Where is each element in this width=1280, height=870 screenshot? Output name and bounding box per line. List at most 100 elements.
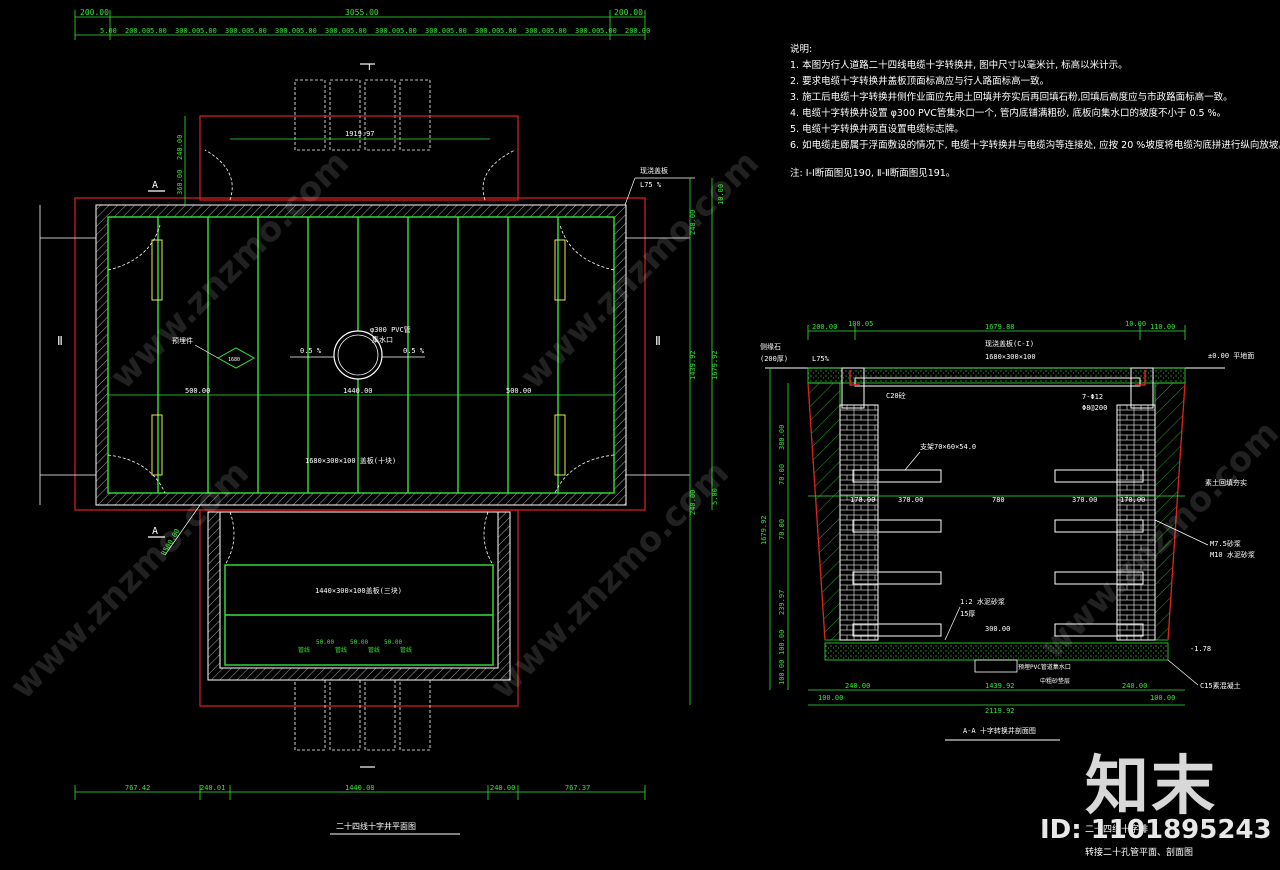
- plan-right-dim-5: 5.00: [711, 488, 719, 505]
- plan-lower-small-label-3: 管线: [368, 646, 380, 654]
- section-label-sand: 中粗砂垫层: [1040, 677, 1070, 685]
- plan-corner-arcs: [107, 149, 615, 494]
- plan-side-channels: [39, 205, 690, 505]
- section-top-dim-3: 1679.88: [985, 323, 1015, 331]
- section-row-dim-3: 780: [992, 496, 1005, 504]
- plan-top-subdim: 300.00: [475, 27, 500, 35]
- plan-top-subdim: 300.00: [575, 27, 600, 35]
- plan-label-diamond: 1680: [228, 357, 240, 363]
- section-left-dim-2: 70.00: [778, 464, 786, 485]
- section-label-bracket: 支架70×60×54.0: [920, 442, 976, 451]
- section-top-dim-4: 10.00: [1125, 320, 1146, 328]
- plan-label-slope-right: 0.5 %: [403, 347, 425, 355]
- plan-top-dim-right: 200.00: [614, 8, 643, 17]
- plan-slab-label: 1680×300×100 盖板(十块): [305, 456, 396, 465]
- plan-top-subdim: 5.00: [300, 27, 317, 35]
- section-bottom-dim-2: 240.00: [845, 682, 870, 690]
- section-view: 200.00 100.05 1679.88 10.00 110.00: [760, 320, 1255, 741]
- plan-label-diamond-left: 预埋件: [172, 336, 193, 345]
- section-label-15: 15厚: [960, 610, 975, 618]
- section-left-brick-wall: [839, 404, 879, 641]
- section-label-c20: C20砼: [886, 391, 906, 400]
- plan-bottom-dim-4: 240.00: [490, 784, 515, 792]
- plan-label-cover: 现浇盖板: [640, 166, 668, 175]
- plan-section-mark-a-top: A: [152, 180, 158, 191]
- section-label-c15: C15素混凝土: [1200, 681, 1241, 690]
- section-label-cover-dim: 1680×300×100: [985, 353, 1036, 361]
- plan-right-dim-1: 240.00: [689, 210, 697, 235]
- plan-top-subdim: 5.00: [250, 27, 267, 35]
- plan-lower-dim-2: 50.00: [350, 639, 368, 646]
- plan-top-subdim: 300.00: [175, 27, 200, 35]
- section-label-backfill: 素土回填夯实: [1205, 478, 1247, 487]
- section-label-l75: L75%: [812, 355, 830, 363]
- section-bottom-dim-5: 100.00: [1150, 694, 1175, 702]
- plan-cover-frame: [107, 216, 615, 494]
- notes-item-4: 4. 电缆十字转换井设置 φ300 PVC管集水口一个, 管内底铺满粗砂, 底板…: [790, 108, 1227, 119]
- section-label-edge-stone: 侧缘石: [760, 342, 781, 351]
- plan-inner-width: 1919.97: [345, 130, 375, 138]
- footer-subtitle-a: 二十四线十字排: [1085, 825, 1149, 835]
- plan-section-mark-ii-left: Ⅱ: [57, 334, 63, 348]
- plan-right-dim-4: 240.00: [689, 490, 697, 515]
- section-label-cover-top: 现浇盖板(C-I): [985, 339, 1034, 348]
- plan-top-subdim: 200.00: [125, 27, 150, 35]
- section-row-dim-5: 170.00: [1120, 496, 1145, 504]
- plan-top-subdim: 5.00: [600, 27, 617, 35]
- notes-item-5: 5. 电缆十字转换井两直设置电缆标志牌。: [790, 124, 964, 135]
- plan-top-subdim: 5.00: [450, 27, 467, 35]
- watermark-logo: 知末: [1085, 750, 1217, 824]
- plan-diamond-marker: [216, 347, 256, 369]
- section-left-dim-1: 380.00: [778, 425, 786, 450]
- section-label-slope: 1:2 水泥砂浆: [960, 597, 1005, 606]
- plan-section-mark-top: Ⅰ: [368, 63, 371, 73]
- plan-dim-500-right: 500.00: [506, 387, 531, 395]
- plan-top-dims: [74, 10, 646, 40]
- section-row-dim-4: 370.00: [1072, 496, 1097, 504]
- section-label-mortar: M7.5砂浆: [1210, 539, 1241, 548]
- plan-right-dim-3: 1679.92: [711, 350, 719, 380]
- plan-top-dim-mid: 3055.00: [345, 8, 379, 17]
- section-top-dim-2: 100.05: [848, 320, 873, 328]
- plan-lower-small-label-1: 管线: [298, 646, 310, 654]
- plan-dim-1440: 1440.00: [343, 387, 373, 395]
- plan-top-subdim: 5.00: [200, 27, 217, 35]
- section-top-dim-1: 200.00: [812, 323, 837, 331]
- footer-subtitle-b: 转接二十孔管平面、剖面图: [1085, 848, 1194, 858]
- plan-top-subdim: 300.00: [525, 27, 550, 35]
- plan-lower-small-label-2: 管线: [335, 646, 347, 654]
- section-label-rebar: 7-Φ12: [1082, 393, 1103, 401]
- plan-label-slope-left: 0.5 %: [300, 347, 322, 355]
- section-title: A-A 十字转换井剖面图: [963, 726, 1036, 735]
- watermark-id: ID: 1101895243: [1040, 815, 1272, 845]
- plan-brackets: [151, 239, 566, 476]
- section-bottom-dim-4: 240.00: [1122, 682, 1147, 690]
- plan-label-drain: 集水口: [372, 335, 393, 344]
- plan-top-subdim: 300.00: [325, 27, 350, 35]
- notes-heading: 说明:: [790, 44, 813, 55]
- plan-top-subdim: 300.00: [275, 27, 300, 35]
- section-left-dim-5: 100.00: [778, 630, 786, 655]
- plan-label-angle: L75 %: [640, 181, 662, 189]
- notes-item-1: 1. 本图为行人道路二十四线电缆十字转换井, 图中尺寸以毫米计, 标高以米计示。: [790, 60, 1128, 71]
- section-brackets: [852, 469, 1144, 637]
- plan-top-subdim: 5.00: [350, 27, 367, 35]
- notes-block: 说明: 1. 本图为行人道路二十四线电缆十字转换井, 图中尺寸以毫米计, 标高以…: [790, 42, 1280, 182]
- plan-bottom-dim-1: 767.42: [125, 784, 150, 792]
- plan-top-subdim: 5.00: [400, 27, 417, 35]
- plan-right-dim-2: 1439.92: [689, 350, 697, 380]
- plan-lower-small-label-4: 管线: [400, 646, 412, 654]
- plan-top-subdim: 5.00: [550, 27, 567, 35]
- section-left-dim-4: 239.97: [778, 590, 786, 615]
- plan-title: 二十四线十字井平面图: [336, 821, 416, 831]
- plan-bottom-dim-5: 767.37: [565, 784, 590, 792]
- plan-lower-dim-1: 50.00: [316, 639, 334, 646]
- plan-lower-small-dims: 50.00 50.00 50.00 管线 管线 管线 管线: [298, 639, 412, 654]
- plan-right-dim-top: 10.00: [717, 184, 725, 205]
- section-left-dim-6: 100.00: [778, 660, 786, 685]
- plan-top-subdim: 5.00: [500, 27, 517, 35]
- plan-top-subdim: 5.00: [150, 27, 167, 35]
- plan-section-mark-a-bottom: A: [152, 526, 158, 537]
- section-top-paving: [807, 367, 1186, 384]
- plan-top-subdim: 300.00: [225, 27, 250, 35]
